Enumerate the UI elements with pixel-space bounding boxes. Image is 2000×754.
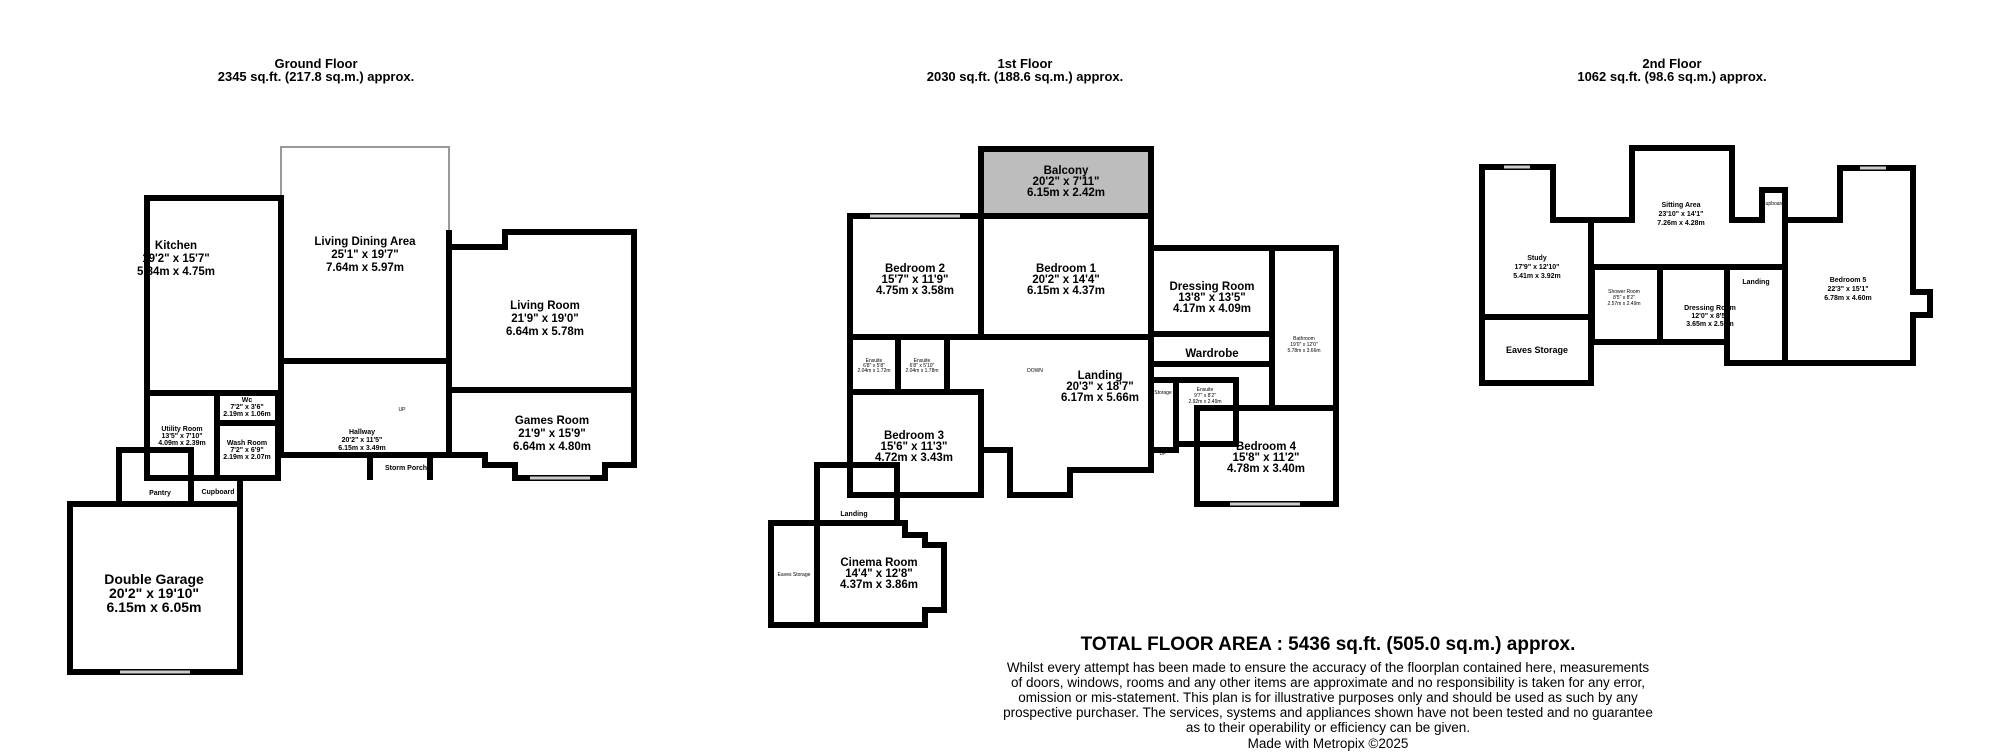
stair-up-label: UP [1160, 451, 1168, 457]
ground-floor: Ground Floor 2345 sq.ft. (217.8 sq.m.) a… [67, 56, 637, 675]
landing-walls [1724, 264, 1788, 366]
cinema-walls [814, 520, 947, 628]
credit: Made with Metropix ©2025 [1248, 736, 1409, 751]
washroom-walls [214, 420, 281, 481]
room-label: Storage [1154, 390, 1172, 396]
room-label: Cupboard [201, 489, 234, 496]
games-room-walls [446, 387, 637, 481]
room-label: Eaves Storage [778, 572, 811, 578]
room-label: Wardrobe [1185, 348, 1238, 360]
first-floor: 1st Floor 2030 sq.ft. (188.6 sq.m.) appr… [768, 56, 1339, 628]
floor-area: 2030 sq.ft. (188.6 sq.m.) approx. [927, 69, 1124, 84]
disclaimer-line: Whilst every attempt has been made to en… [1007, 660, 1650, 675]
floor-title: 2nd Floor [1642, 56, 1701, 71]
bathroom-walls [1269, 245, 1339, 411]
room-label: Cupboard [1762, 201, 1784, 207]
floor-area: 1062 sq.ft. (98.6 sq.m.) approx. [1577, 69, 1766, 84]
room-label: Eaves Storage [1506, 345, 1568, 355]
room-label: Storm Porch [385, 465, 427, 472]
kitchen-walls [144, 195, 284, 396]
disclaimer-line: as to their operability or efficiency ca… [1186, 720, 1470, 735]
storage-walls [1148, 377, 1179, 453]
disclaimer-line: prospective purchaser. The services, sys… [1003, 705, 1653, 720]
floor-area: 2345 sq.ft. (217.8 sq.m.) approx. [218, 69, 415, 84]
stair-down-label: DOWN [1027, 368, 1043, 374]
total-floor-area: TOTAL FLOOR AREA : 5436 sq.ft. (505.0 sq… [1081, 634, 1576, 655]
eaves-walls [768, 520, 820, 628]
bedroom5-walls [1782, 165, 1933, 366]
room-label: Pantry [149, 490, 171, 497]
second-floor: 2nd Floor 1062 sq.ft. (98.6 sq.m.) appro… [1479, 56, 1933, 386]
study-walls [1479, 164, 1594, 320]
floor-title: Ground Floor [274, 56, 357, 71]
eaves-walls [1479, 314, 1594, 386]
landing-walls [947, 334, 1154, 498]
disclaimer-line: of doors, windows, rooms and any other i… [1011, 675, 1645, 690]
porch-walls [367, 455, 433, 480]
room-label: Landing [840, 511, 867, 518]
bedroom3-walls [847, 389, 984, 498]
room-label: Landing [1742, 279, 1769, 286]
stair-up-label: UP [399, 407, 407, 413]
disclaimer-line: omission or mis-statement. This plan is … [1018, 690, 1638, 705]
footer: TOTAL FLOOR AREA : 5436 sq.ft. (505.0 sq… [1003, 634, 1653, 751]
floor-title: 1st Floor [998, 56, 1053, 71]
glazed-extension [280, 146, 450, 230]
